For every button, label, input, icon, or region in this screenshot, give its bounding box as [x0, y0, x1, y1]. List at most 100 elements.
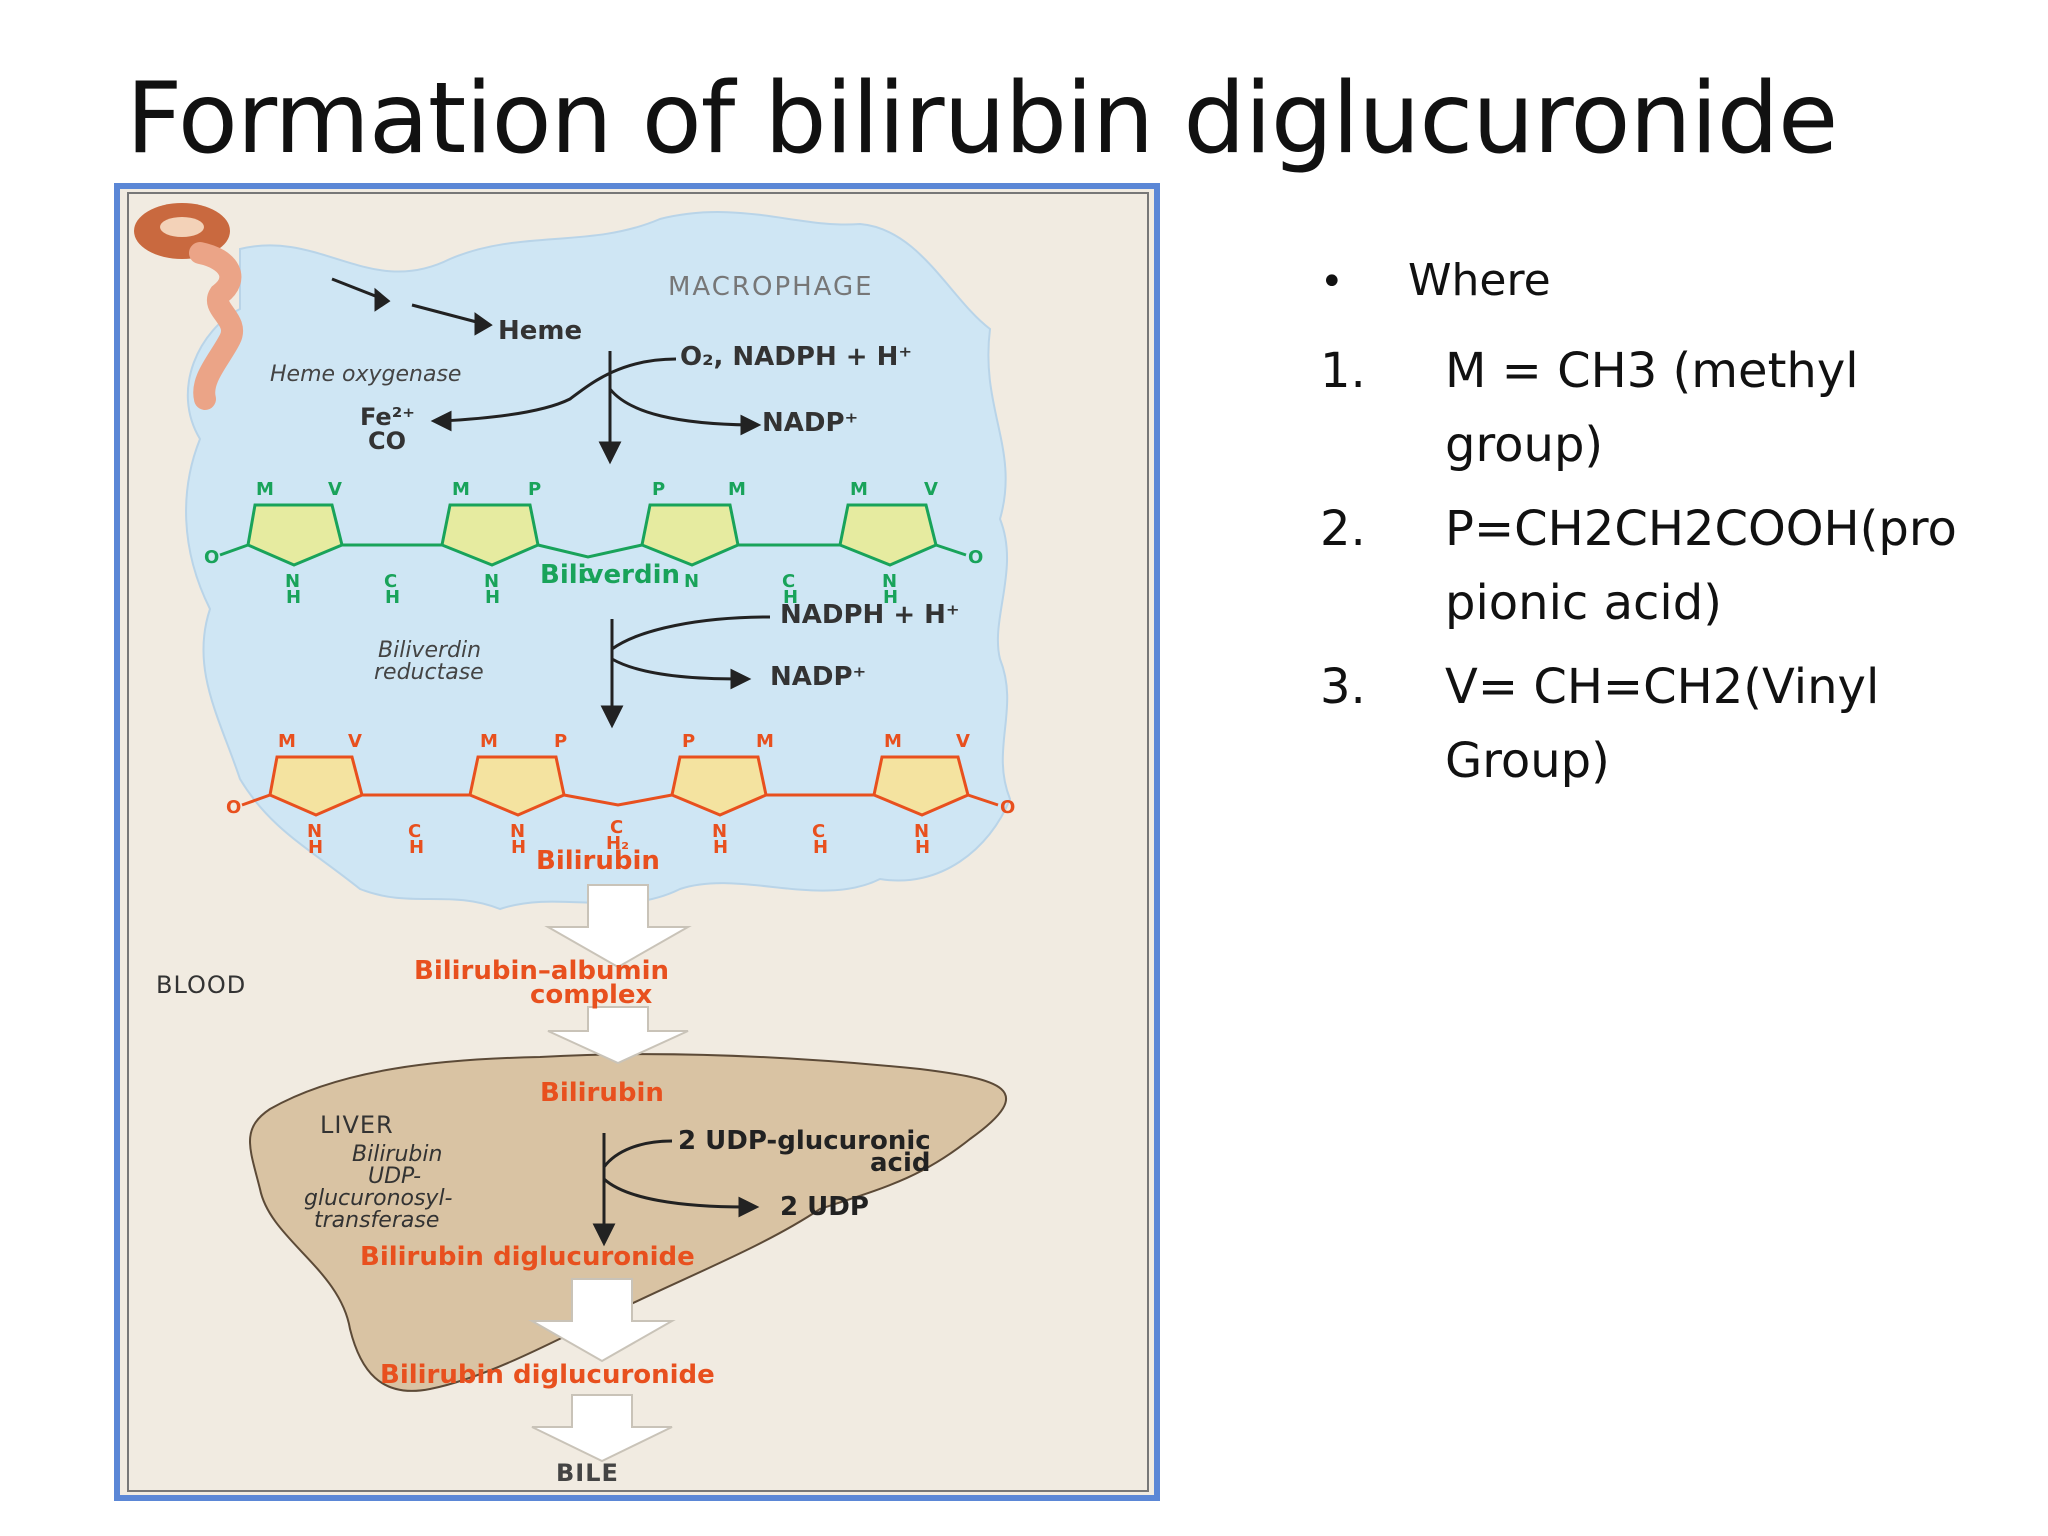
fe-label: Fe²⁺ [360, 403, 415, 431]
udp-glucuronic-label-1: 2 UDP-glucuronic [678, 1126, 931, 1156]
list-text: M = CH3 (methyl group) [1445, 334, 1970, 482]
nadp-label-2: NADP⁺ [770, 662, 866, 692]
atom-h: H [409, 837, 424, 858]
atom-c: C [812, 821, 825, 842]
heme-oxygenase-arrows [430, 351, 762, 465]
atom-c: C [384, 571, 397, 592]
list-number: 1. [1320, 343, 1366, 399]
sub-letter: M [278, 731, 296, 752]
red-blood-cell-icon [134, 203, 243, 410]
atom-n: N [712, 821, 727, 842]
sub-letter: M [884, 731, 902, 752]
bilirubin-label: Bilirubin [536, 846, 660, 876]
albumin-complex-label-1: Bilirubin–albumin [414, 956, 669, 986]
atom-n: N [510, 821, 525, 842]
atom-h: H [308, 837, 323, 858]
atom-n: N [684, 571, 699, 592]
biliverdin-reductase-label-1: Biliverdin [378, 638, 481, 663]
sub-letter: P [528, 479, 541, 500]
co-label: CO [368, 427, 406, 455]
atom-h: H [783, 587, 798, 608]
figure-border [127, 192, 1149, 1492]
sub-letter: P [554, 731, 567, 752]
nadp-label-1: NADP⁺ [762, 408, 858, 438]
atom-o: O [226, 797, 241, 818]
atom-h: H [915, 837, 930, 858]
atom-n: N [484, 571, 499, 592]
atom-h: H [511, 837, 526, 858]
atom-n: N [914, 821, 929, 842]
o2-nadph-label: O₂, NADPH + H⁺ [680, 342, 912, 372]
flow-arrows [528, 884, 692, 1463]
bilirubin-atoms: M V M P P M M V O O N H C H N H C H₂ N H… [226, 731, 1015, 858]
atom-h: H [485, 587, 500, 608]
bullet-icon: • [1320, 259, 1344, 305]
list-line: Group) [1445, 733, 1610, 789]
atom-h: H [385, 587, 400, 608]
list-item: 2. P=CH2CH2COOH(pro pionic acid) [1320, 492, 1970, 640]
legend-heading: • Where [1320, 255, 1970, 306]
atom-n: N [882, 571, 897, 592]
enzyme-label-1: Bilirubin [352, 1142, 442, 1167]
heme-oxygenase-label: Heme oxygenase [270, 362, 461, 387]
heme-label: Heme [498, 316, 582, 346]
legend-heading-text: Where [1408, 255, 1551, 306]
list-number: 3. [1320, 659, 1366, 715]
atom-c: C [610, 817, 623, 838]
biliverdin-label: Biliverdin [540, 560, 680, 590]
list-line: V= CH=CH2(Vinyl [1445, 659, 1880, 715]
biliverdin-atoms: M V M P P M M V O O N H C H N H C N C H … [204, 479, 983, 608]
bilirubin-structure [241, 755, 999, 817]
biliverdin-reductase-label-2: reductase [374, 660, 484, 685]
sub-letter: M [452, 479, 470, 500]
macrophage-label: MACROPHAGE [668, 272, 874, 302]
bile-label: BILE [556, 1459, 619, 1487]
atom-o: O [204, 547, 219, 568]
sub-letter: M [480, 731, 498, 752]
legend-list: 1. M = CH3 (methyl group) 2. P=CH2CH2COO… [1320, 334, 1970, 798]
sub-letter: M [256, 479, 274, 500]
enzyme-label-3: glucuronosyl- [304, 1186, 453, 1211]
biliverdin-structure [219, 503, 967, 567]
list-line: pionic acid) [1445, 575, 1722, 631]
diglucuronide-label-1: Bilirubin diglucuronide [360, 1242, 695, 1272]
atom-n: N [307, 821, 322, 842]
sub-letter: M [850, 479, 868, 500]
slide-title: Formation of bilirubin diglucuronide [126, 62, 1838, 176]
atom-n: N [285, 571, 300, 592]
sub-letter: V [348, 731, 362, 752]
albumin-complex-label-2: complex [530, 980, 653, 1010]
atom-c: C [782, 571, 795, 592]
udp-glucuronic-label-2: acid [870, 1148, 930, 1178]
list-item: 3. V= CH=CH2(Vinyl Group) [1320, 650, 1970, 798]
liver-shape [249, 1053, 1007, 1392]
macrophage-cell [185, 211, 1012, 911]
abbreviation-legend: • Where 1. M = CH3 (methyl group) 2. P=C… [1320, 255, 1970, 808]
atom-h2: H₂ [606, 833, 629, 854]
atom-h: H [713, 837, 728, 858]
diglucuronide-label-2: Bilirubin diglucuronide [380, 1360, 715, 1390]
list-line: P=CH2CH2COOH(pro [1445, 501, 1957, 557]
atom-o: O [968, 547, 983, 568]
pathway-figure: MACROPHAGE Heme O₂, NADPH + H⁺ Heme oxyg… [114, 183, 1160, 1501]
reductase-arrows [600, 615, 771, 729]
enzyme-label-4: transferase [314, 1208, 439, 1233]
sub-letter: M [756, 731, 774, 752]
enzyme-label-2: UDP- [368, 1164, 421, 1189]
atom-c: C [580, 565, 593, 586]
sub-letter: V [956, 731, 970, 752]
list-number: 2. [1320, 501, 1366, 557]
sub-letter: P [682, 731, 695, 752]
list-line: group) [1445, 417, 1604, 473]
udp-label: 2 UDP [780, 1192, 869, 1222]
liver-label: LIVER [320, 1111, 394, 1139]
list-text: V= CH=CH2(Vinyl Group) [1445, 650, 1970, 798]
atom-h: H [813, 837, 828, 858]
transferase-arrows [592, 1133, 760, 1247]
list-item: 1. M = CH3 (methyl group) [1320, 334, 1970, 482]
sub-letter: M [728, 479, 746, 500]
list-text: P=CH2CH2COOH(pro pionic acid) [1445, 492, 1970, 640]
pathway-diagram: MACROPHAGE Heme O₂, NADPH + H⁺ Heme oxyg… [120, 189, 1154, 1495]
blood-label: BLOOD [156, 971, 246, 999]
nadph-label-2: NADPH + H⁺ [780, 600, 960, 630]
